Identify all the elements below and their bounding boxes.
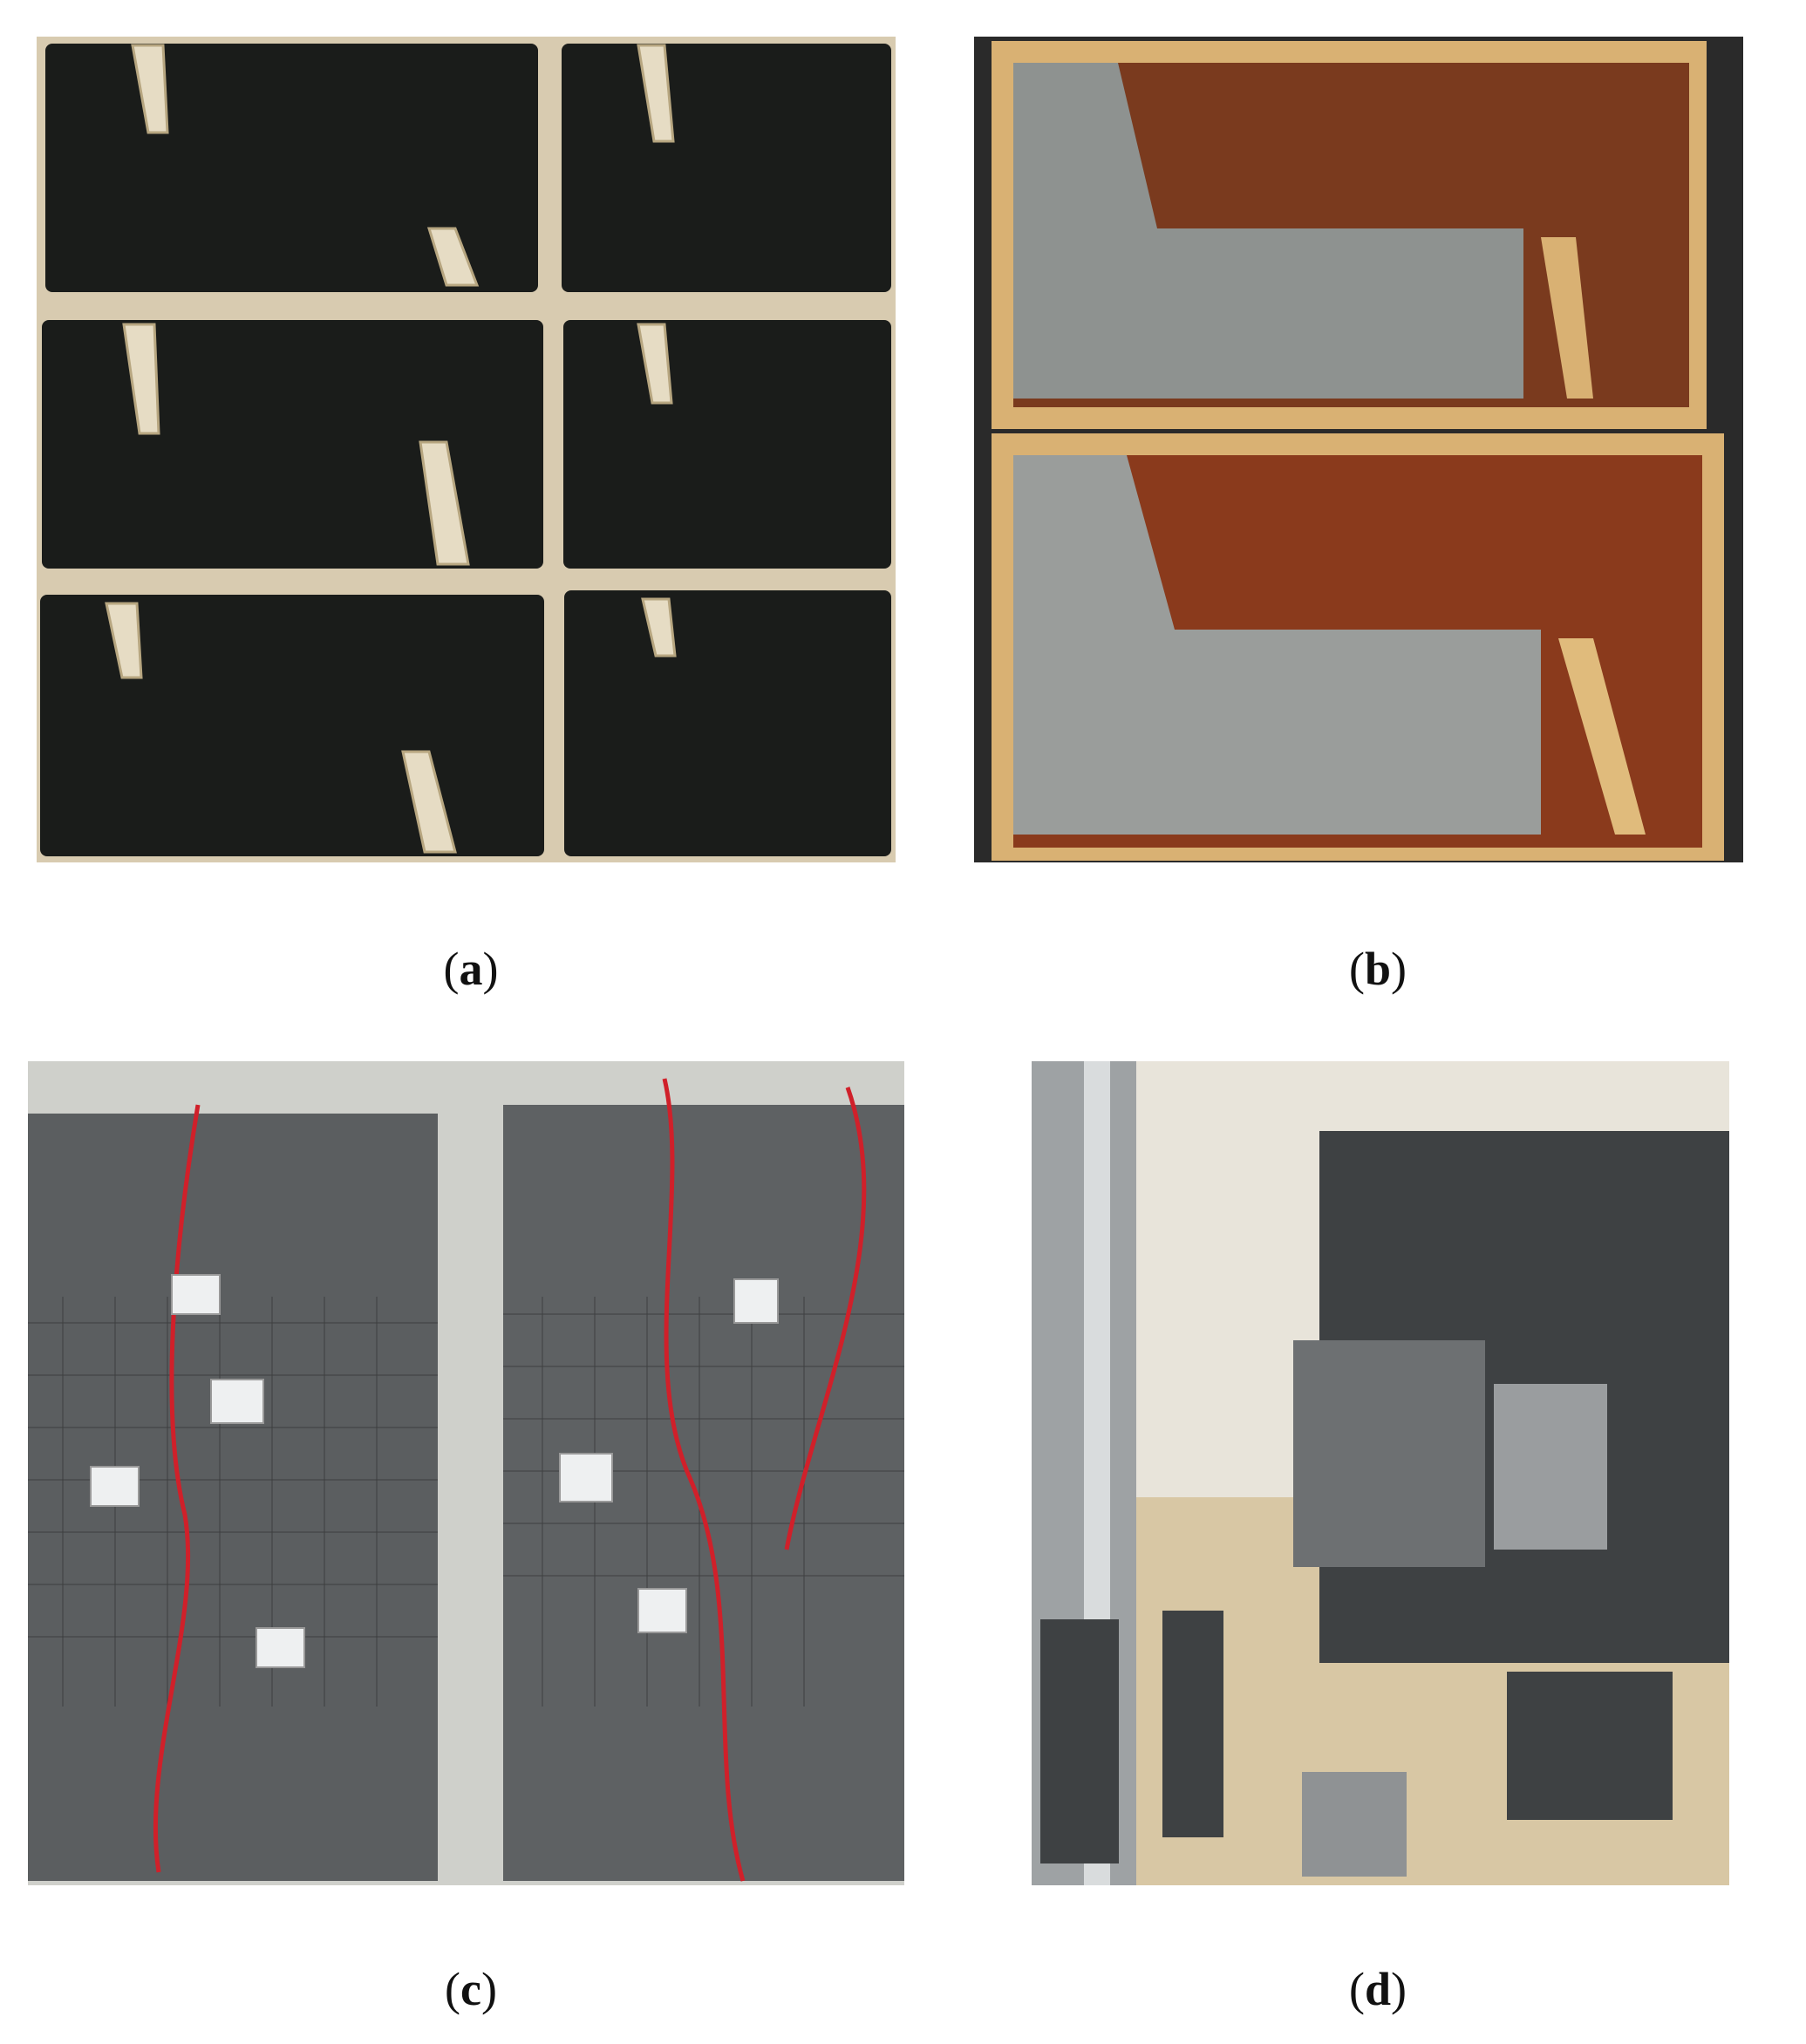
panel-caption-d: (d) bbox=[1348, 1963, 1407, 2015]
panel-caption-b: (b) bbox=[1348, 943, 1407, 995]
panel-caption-a: (a) bbox=[443, 943, 499, 995]
photo-b-concrete-in-plywood-forms bbox=[974, 37, 1743, 862]
photo-a-black-specimens-in-molds bbox=[37, 37, 896, 862]
photo-d-stacked-specimens-in-lab bbox=[1032, 1061, 1729, 1885]
panel-caption-c: (c) bbox=[445, 1963, 497, 2015]
photo-c-specimens-with-strain-gauges bbox=[28, 1061, 904, 1885]
